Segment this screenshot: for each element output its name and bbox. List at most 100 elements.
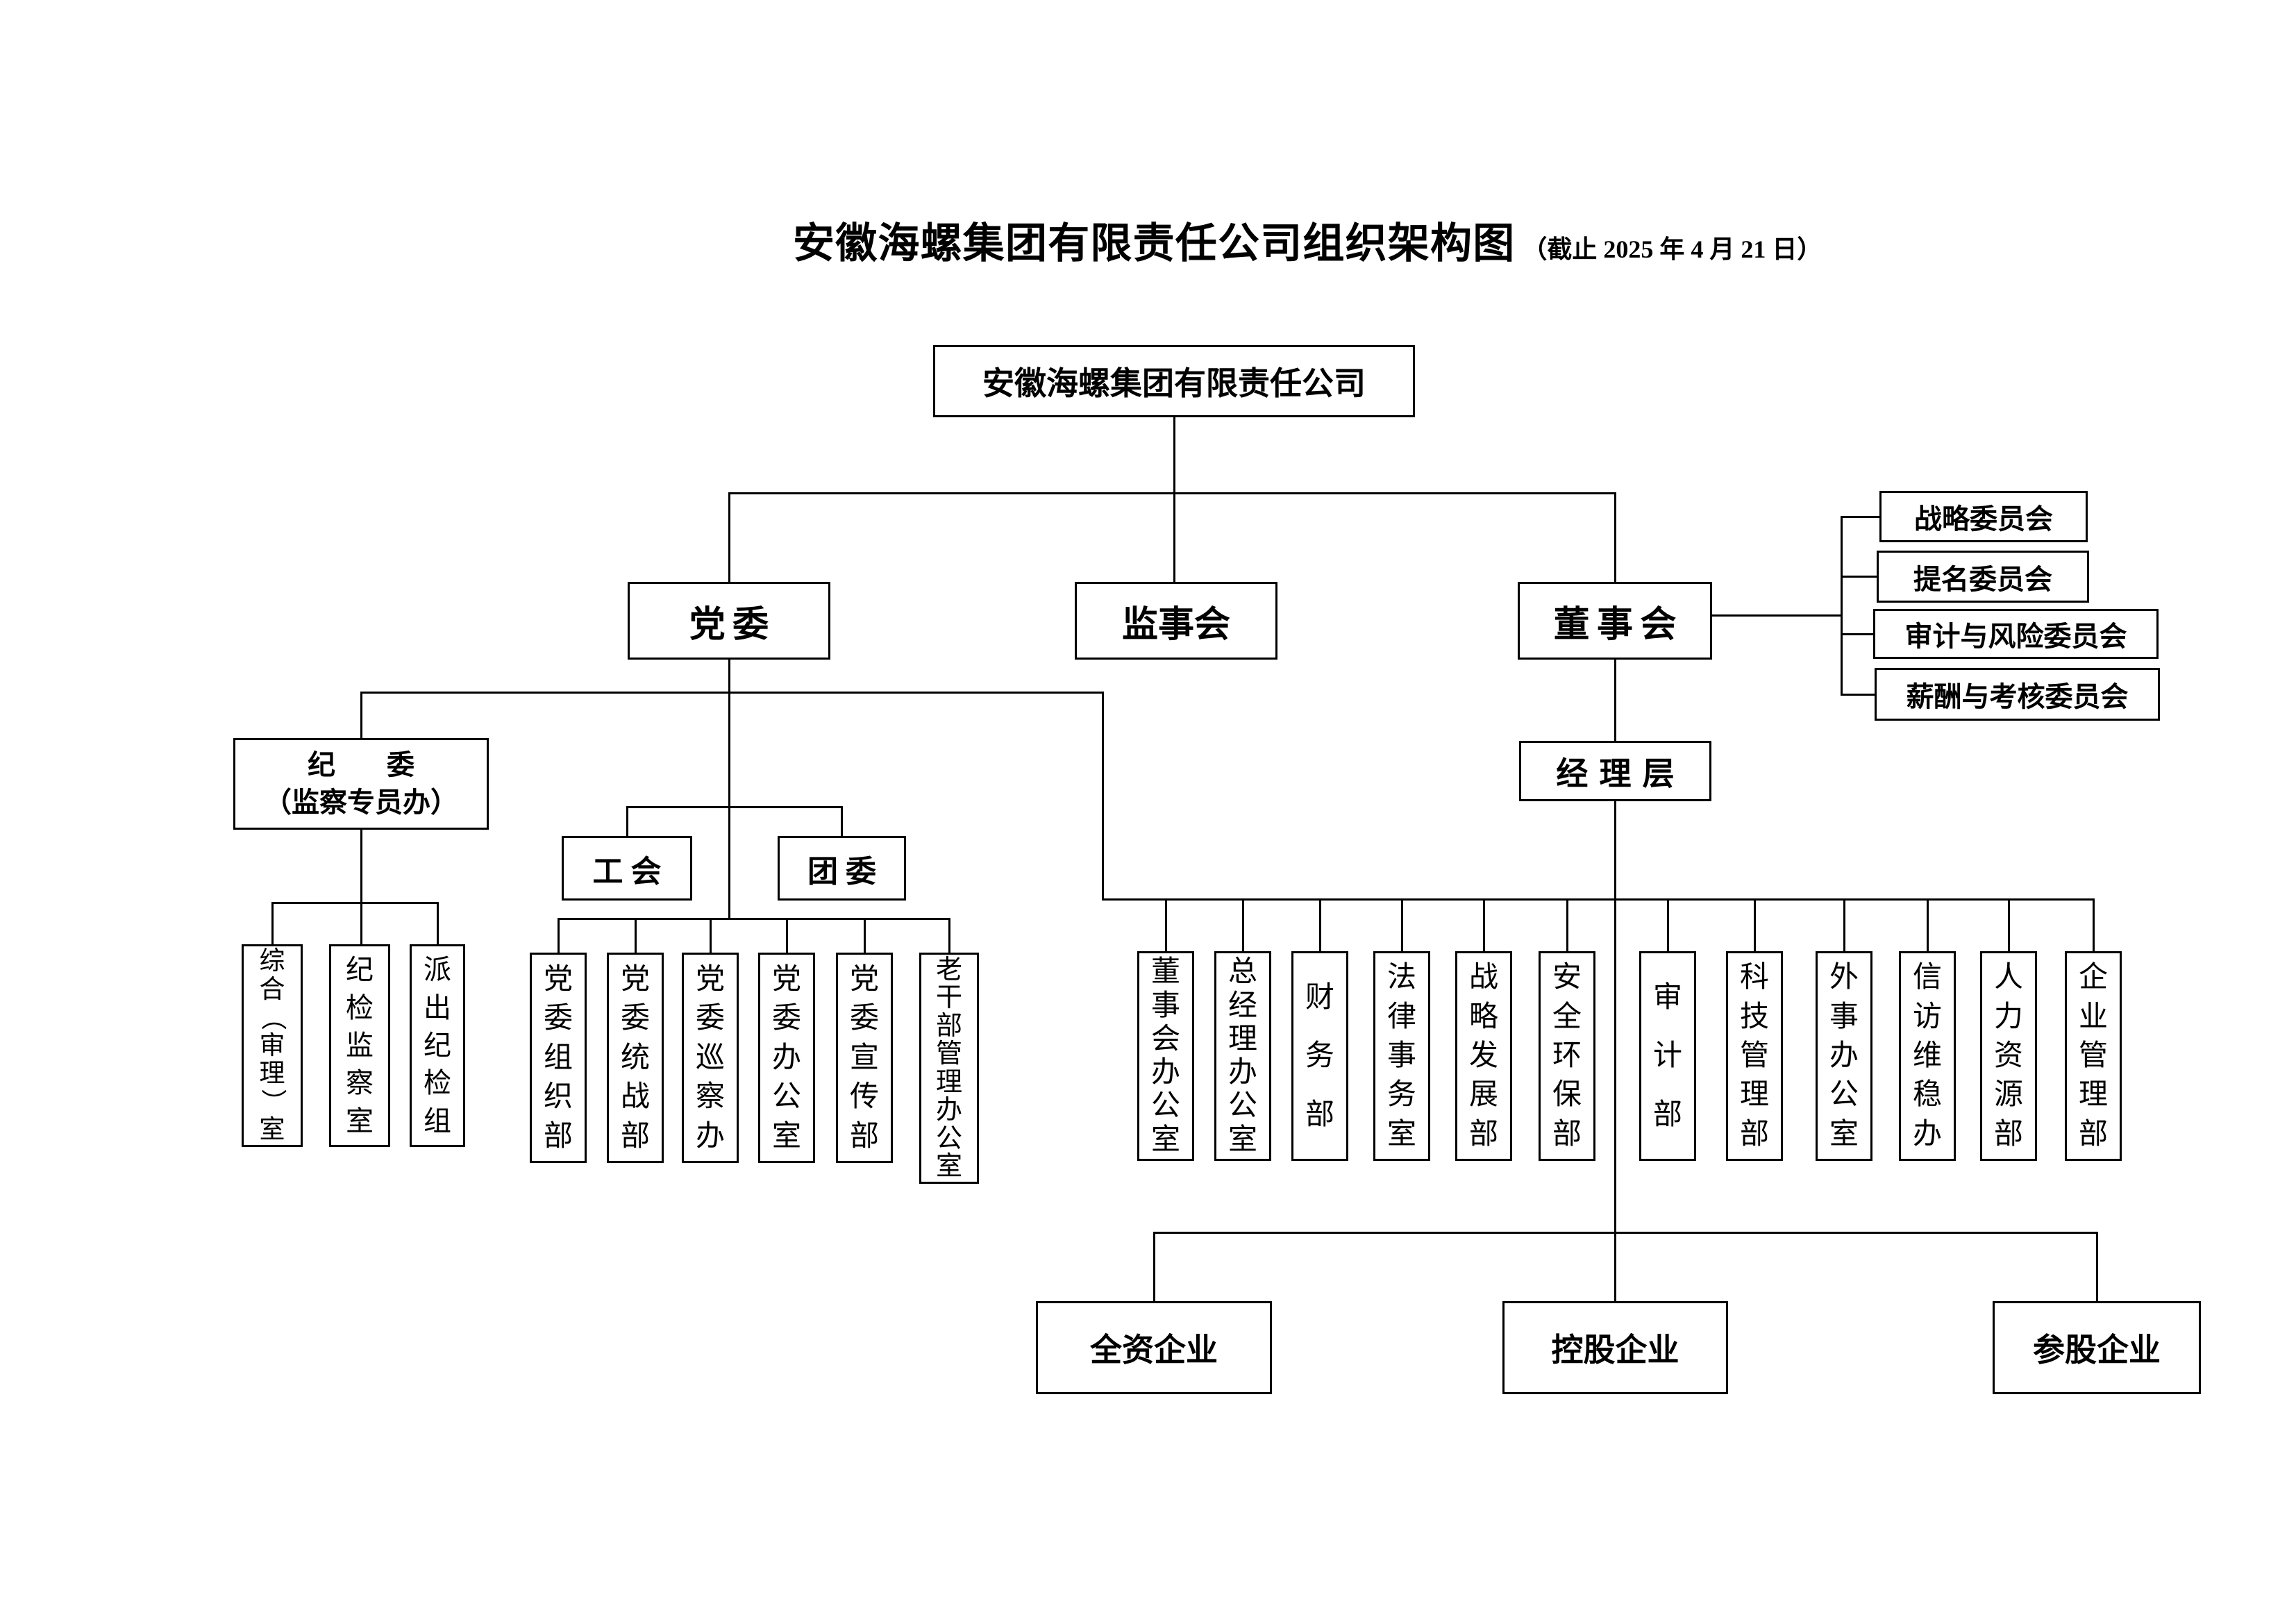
node-party-dept-office: 党委办公室 xyxy=(758,953,815,1163)
connector-dept-stub xyxy=(1566,898,1568,952)
connector-committee-stub-1 xyxy=(1841,516,1880,518)
node-discipline-committee: 纪 委 （监察专员办） xyxy=(233,738,489,830)
connector-board-drop xyxy=(1614,492,1616,583)
node-dept-board-office-label: 董事会办公室 xyxy=(1150,956,1180,1156)
connector-party-dept-rail xyxy=(558,918,950,920)
node-general-trial-office: 综合（审理）室 xyxy=(242,944,303,1147)
node-strategy-committee-label: 战略委员会 xyxy=(1914,503,2053,535)
connector-committee-stub-2 xyxy=(1841,576,1877,578)
node-discipline-committee-label: 纪 委 xyxy=(308,749,437,780)
connector-party-drop xyxy=(728,492,730,583)
node-audit-risk-committee: 审计与风险委员会 xyxy=(1873,609,2159,659)
node-dispatched-discipline-group: 派出纪检组 xyxy=(410,944,465,1147)
node-holding-enterprises-label: 控股企业 xyxy=(1551,1332,1679,1368)
node-dept-finance: 财务部 xyxy=(1291,951,1348,1161)
connector-party-dept-stub xyxy=(786,918,788,953)
node-party-committee-label: 党委 xyxy=(689,605,776,645)
connector-discipline-rail xyxy=(271,902,438,904)
connector-youth-drop xyxy=(841,806,843,837)
page-title-text: 安徽海螺集团有限责任公司组织架构图 xyxy=(793,221,1516,267)
node-dept-strategy-development-label: 战略发展部 xyxy=(1468,962,1498,1150)
connector-dept-stub xyxy=(1165,898,1167,952)
node-party-dept-publicity: 党委宣传部 xyxy=(836,953,893,1163)
node-dept-enterprise-management: 企业管理部 xyxy=(2065,951,2122,1161)
connector-discipline-drop xyxy=(360,692,362,739)
node-dept-audit: 审计部 xyxy=(1639,951,1696,1161)
connector-party-elbow-vertical xyxy=(1102,692,1104,900)
node-dept-board-office: 董事会办公室 xyxy=(1137,951,1194,1161)
node-dept-foreign-affairs-label: 外事办公室 xyxy=(1829,962,1859,1150)
node-holding-enterprises: 控股企业 xyxy=(1502,1301,1728,1394)
node-party-dept-veteran-cadre-office: 老干部管理办公室 xyxy=(919,953,979,1184)
node-dept-petition-stability-label: 信访维稳办 xyxy=(1912,962,1942,1150)
connector-party-dept-stub xyxy=(864,918,866,953)
connector-dept-stub xyxy=(1319,898,1321,952)
connector-party-dept-stub xyxy=(948,918,950,953)
connector-management-vertical xyxy=(1614,801,1616,1302)
connector-enterprise-rail xyxy=(1153,1232,2097,1234)
connector-dept-stub xyxy=(1483,898,1485,952)
node-equity-participation-enterprises-label: 参股企业 xyxy=(2033,1332,2161,1368)
connector-committee-stub-3 xyxy=(1841,633,1874,635)
node-nomination-committee-label: 提名委员会 xyxy=(1913,563,2052,595)
node-supervisory-board: 监事会 xyxy=(1075,582,1277,660)
node-strategy-committee: 战略委员会 xyxy=(1879,491,2088,542)
node-dept-enterprise-management-label: 企业管理部 xyxy=(2078,962,2108,1150)
node-remuneration-appraisal-committee-label: 薪酬与考核委员会 xyxy=(1906,681,2129,712)
node-dept-finance-label: 财务部 xyxy=(1305,981,1334,1131)
connector-party-dept-stub xyxy=(710,918,712,953)
node-management-level-label: 经理层 xyxy=(1556,755,1686,792)
connector-enterprise-drop-right xyxy=(2096,1232,2098,1302)
connector-union-rail xyxy=(626,806,842,808)
connector-root-vertical xyxy=(1173,417,1175,583)
connector-dept-rail xyxy=(1102,898,2094,901)
node-dept-tech-management-label: 科技管理部 xyxy=(1739,962,1769,1150)
connector-discipline-stub-right xyxy=(437,902,439,945)
node-labor-union: 工 会 xyxy=(562,836,692,901)
node-dept-gm-office-label: 总经理办公室 xyxy=(1227,956,1257,1156)
node-remuneration-appraisal-committee: 薪酬与考核委员会 xyxy=(1875,668,2160,721)
node-dept-legal-affairs-label: 法律事务室 xyxy=(1386,962,1416,1150)
connector-dept-stub xyxy=(1927,898,1929,952)
node-dept-tech-management: 科技管理部 xyxy=(1726,951,1783,1161)
connector-party-dept-stub xyxy=(635,918,637,953)
node-nomination-committee: 提名委员会 xyxy=(1877,551,2089,603)
connector-enterprise-drop-left xyxy=(1153,1232,1155,1302)
node-board-of-directors: 董事会 xyxy=(1518,582,1712,660)
node-party-dept-organization: 党委组织部 xyxy=(530,953,587,1163)
node-dept-human-resources-label: 人力资源部 xyxy=(1993,962,2023,1150)
node-dept-safety-environment-label: 安全环保部 xyxy=(1552,962,1582,1150)
connector-dept-stub xyxy=(1843,898,1845,952)
node-party-dept-united-front: 党委统战部 xyxy=(607,953,664,1163)
node-dept-strategy-development: 战略发展部 xyxy=(1455,951,1512,1161)
node-dept-gm-office: 总经理办公室 xyxy=(1214,951,1271,1161)
connector-dept-stub xyxy=(2008,898,2010,952)
node-management-level: 经理层 xyxy=(1519,741,1711,801)
node-party-dept-office-label: 党委办公室 xyxy=(771,963,801,1153)
node-dept-legal-affairs: 法律事务室 xyxy=(1373,951,1430,1161)
connector-dept-stub xyxy=(2093,898,2095,952)
connector-party-dept-stub xyxy=(558,918,560,953)
node-party-dept-veteran-cadre-office-label: 老干部管理办公室 xyxy=(935,955,962,1182)
node-root-label: 安徽海螺集团有限责任公司 xyxy=(982,366,1366,401)
node-wholly-owned-enterprises-label: 全资企业 xyxy=(1090,1332,1218,1368)
connector-committee-feeder xyxy=(1712,614,1843,617)
connector-discipline-stub-left xyxy=(271,902,274,945)
connector-dept-stub xyxy=(1667,898,1669,952)
connector-discipline-vertical xyxy=(360,829,362,945)
node-party-dept-publicity-label: 党委宣传部 xyxy=(849,963,879,1153)
connector-board-to-management xyxy=(1614,659,1616,742)
node-dept-human-resources: 人力资源部 xyxy=(1980,951,2037,1161)
node-labor-union-label: 工 会 xyxy=(592,854,662,889)
node-dept-safety-environment: 安全环保部 xyxy=(1539,951,1595,1161)
connector-dept-stub xyxy=(1401,898,1403,952)
title-date-note: （截止 2025 年 4 月 21 日） xyxy=(1522,235,1822,263)
connector-party-rail xyxy=(360,692,1104,694)
connector-dept-stub xyxy=(1242,898,1244,952)
node-equity-participation-enterprises: 参股企业 xyxy=(1993,1301,2201,1394)
node-audit-risk-committee-label: 审计与风险委员会 xyxy=(1904,621,2127,652)
node-discipline-inspection-office-label: 纪检监察室 xyxy=(346,954,374,1137)
node-party-dept-united-front-label: 党委统战部 xyxy=(620,963,650,1153)
node-youth-league-label: 团 委 xyxy=(807,854,876,889)
